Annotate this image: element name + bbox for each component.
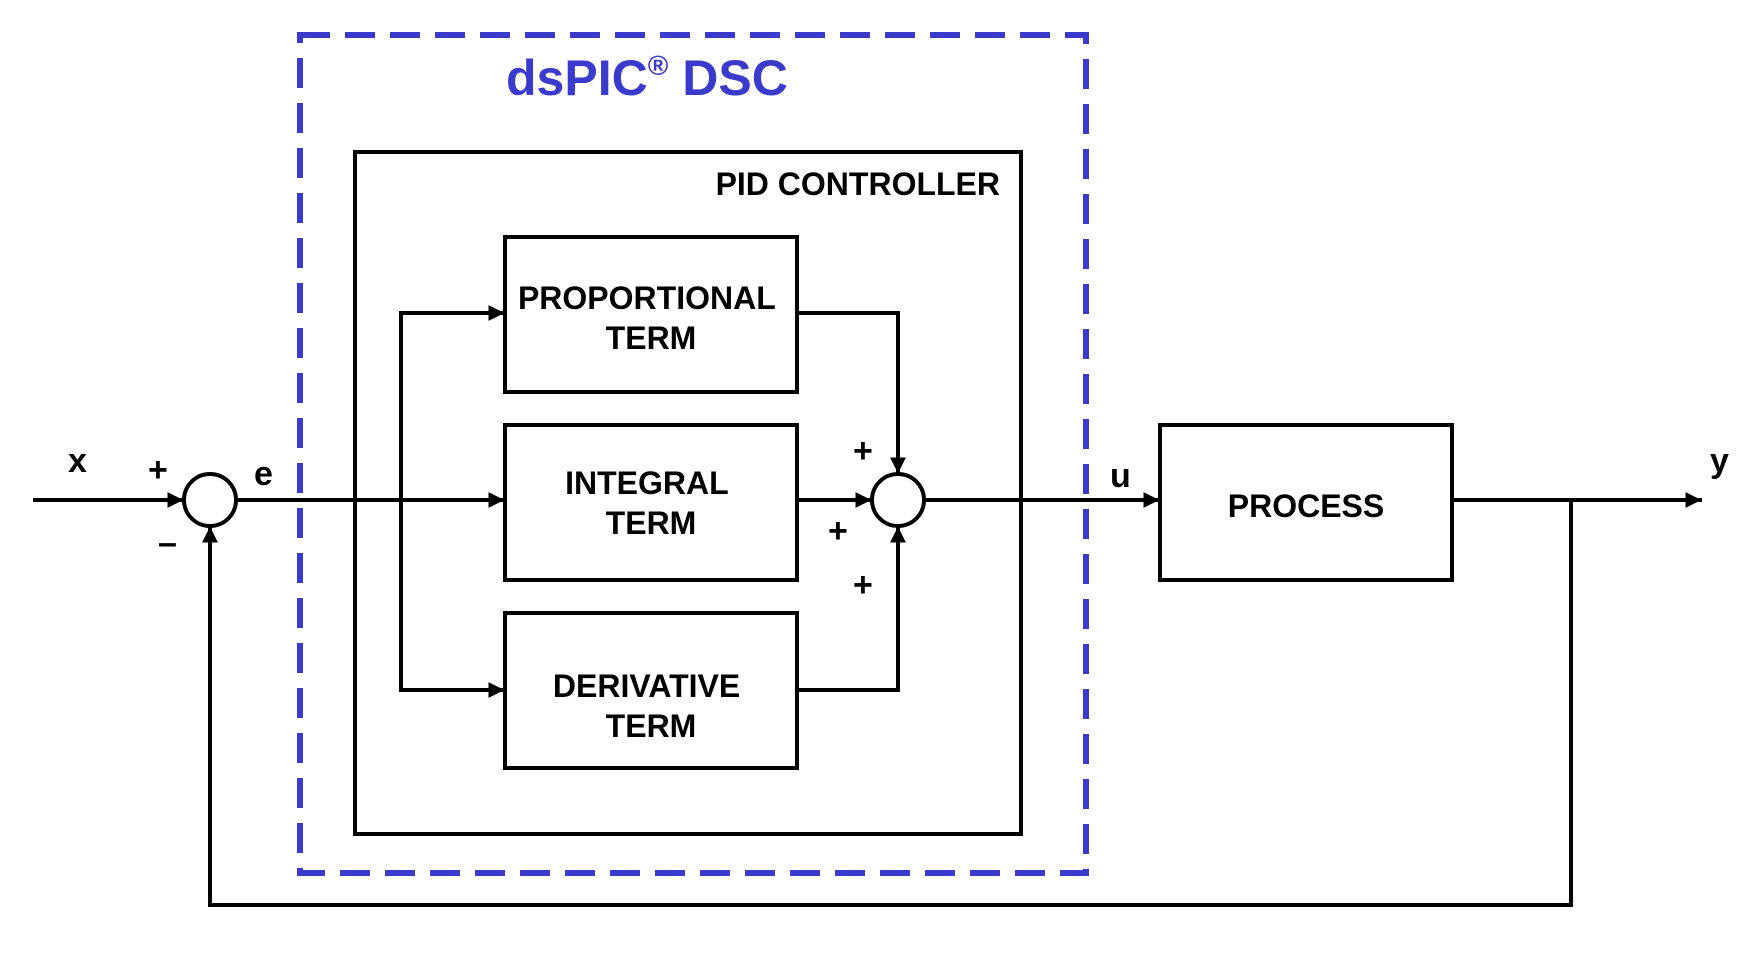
dsc-title: dsPIC® DSC [506,50,788,106]
derivative-plus-sign: + [853,566,873,604]
dsc-title-registered-mark: ® [648,50,669,81]
proportional-plus-sign: + [853,432,873,470]
integral-term-label: INTEGRAL TERM [565,465,737,541]
derivative-output-wire [795,526,906,692]
signal-u-label: u [1110,457,1131,495]
proportional-output-wire [795,311,906,474]
pid-controller-label: PID CONTROLLER [716,166,1000,202]
signal-x-label: x [68,442,87,480]
error-summing-junction [182,472,238,528]
derivative-term-box [503,611,799,770]
integral-plus-sign: + [828,512,848,550]
dsc-title-main: dsPIC [506,50,648,106]
feedback-wire [202,498,1573,907]
signal-y-label: y [1710,442,1729,480]
setpoint-plus-sign: + [148,451,168,489]
pid-summing-junction [870,472,926,528]
pid-controller-box [353,150,1023,836]
proportional-term-label: PROPORTIONAL TERM [518,280,784,356]
proportional-term-box [503,235,799,394]
feedback-minus-sign: – [158,524,177,562]
dsc-title-suffix: DSC [668,50,787,106]
process-label: PROCESS [1228,488,1384,524]
derivative-term-label: DERIVATIVE TERM [553,668,749,744]
integral-term-box [503,423,799,582]
process-box [1158,423,1454,582]
signal-e-label: e [254,455,273,493]
